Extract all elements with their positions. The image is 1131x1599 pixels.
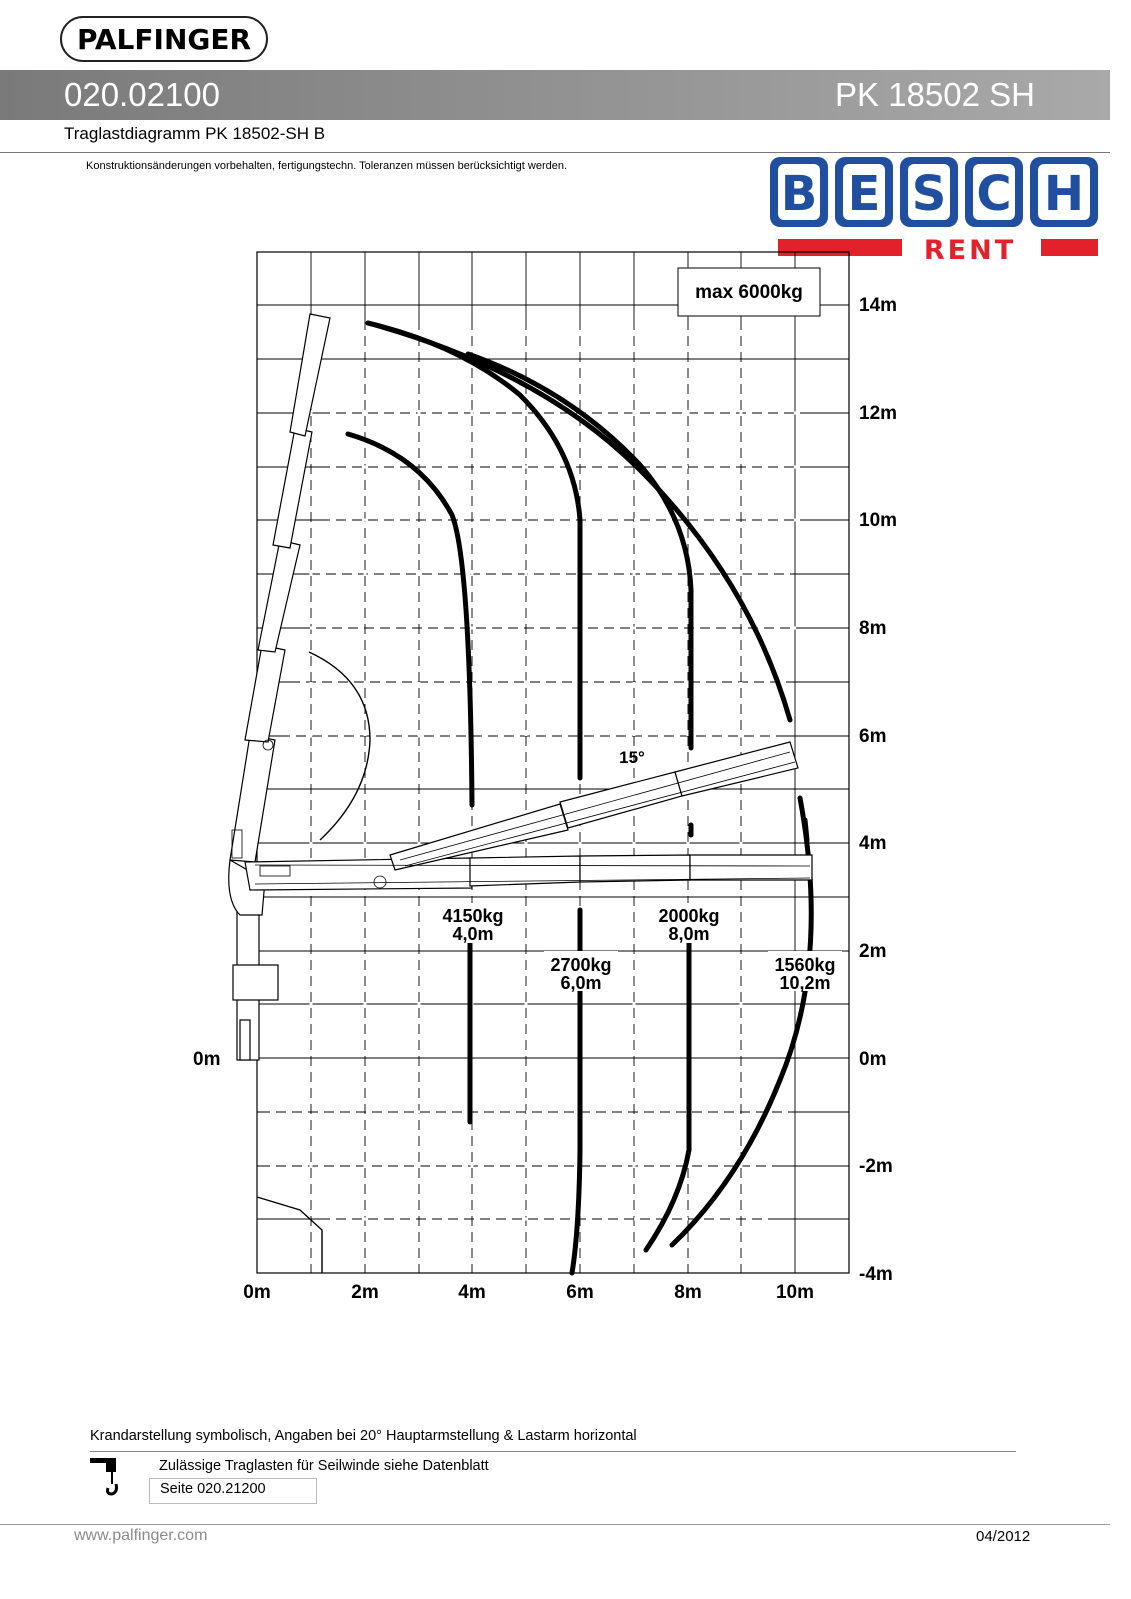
load-label-2000kg: 2000kg [658, 906, 719, 926]
website-link[interactable]: www.palfinger.com [74, 1527, 208, 1544]
footer-note: Krandarstellung symbolisch, Angaben bei … [90, 1428, 637, 1444]
load-curve-10m [802, 817, 810, 843]
y-tick-12m: 12m [859, 403, 897, 424]
page-reference: Seite 020.21200 [149, 1478, 317, 1504]
winch-note: Zulässige Traglasten für Seilwinde siehe… [159, 1458, 489, 1474]
truck-outline [256, 1196, 323, 1273]
y-tick-14m: 14m [859, 295, 897, 316]
x-tick-4m: 4m [458, 1282, 485, 1303]
y-zero-left-label: 0m [193, 1049, 220, 1070]
besch-letter-h: H [1044, 166, 1084, 222]
besch-letter-e: E [848, 166, 881, 222]
swing-arc [308, 651, 371, 841]
document-date: 04/2012 [976, 1528, 1031, 1545]
load-chart: B E S C H RENT [193, 157, 1098, 1303]
title-bar [0, 70, 1110, 120]
crane-details [231, 739, 811, 889]
disclaimer-text: Konstruktionsänderungen vorbehalten, fer… [86, 160, 568, 172]
besch-rent-logo: B E S C H RENT [770, 157, 1098, 266]
reach-label-6m: 6,0m [560, 973, 601, 993]
besch-letter-b: B [781, 166, 818, 222]
max-load-label: max 6000kg [695, 282, 803, 303]
horizontal-boom [244, 857, 473, 891]
besch-red-bar-right [1041, 239, 1098, 256]
y-tick-0m: 0m [859, 1049, 886, 1070]
divider [0, 152, 1110, 153]
load-label-4150kg: 4150kg [442, 906, 503, 926]
angle-label: 15° [619, 748, 645, 767]
reach-label-4m: 4,0m [452, 924, 493, 944]
besch-letter-c: C [976, 166, 1011, 222]
load-label-1560kg: 1560kg [774, 955, 835, 975]
x-tick-6m: 6m [566, 1282, 593, 1303]
hook-icon [90, 1458, 118, 1496]
load-curve-8m [465, 351, 694, 751]
load-curve-outer-lower [669, 795, 814, 1248]
y-tick-minus-4m: -4m [859, 1264, 893, 1285]
divider [90, 1451, 1016, 1452]
load-curves [345, 320, 814, 1276]
besch-red-bar-left [778, 239, 902, 256]
grid-mask [270, 330, 800, 1273]
y-tick-10m: 10m [859, 510, 897, 531]
reach-label-10-2m: 10,2m [779, 973, 830, 993]
y-tick-minus-2m: -2m [859, 1156, 893, 1177]
y-axis-labels: 14m 12m 10m 8m 6m 4m 2m 0m -2m -4m 0m [193, 295, 897, 1285]
palfinger-logo: PALFINGER [60, 16, 268, 62]
y-tick-6m: 6m [859, 726, 886, 747]
x-tick-2m: 2m [351, 1282, 378, 1303]
x-tick-8m: 8m [674, 1282, 701, 1303]
page-subtitle: Traglastdiagramm PK 18502-SH B [64, 124, 326, 143]
besch-rent-text: RENT [924, 235, 1016, 266]
x-tick-0m: 0m [243, 1282, 270, 1303]
palfinger-logo-text: PALFINGER [76, 22, 252, 56]
reach-label-8m: 8,0m [668, 924, 709, 944]
besch-letter-s: S [912, 166, 947, 222]
x-tick-10m: 10m [776, 1282, 814, 1303]
load-label-2700kg: 2700kg [550, 955, 611, 975]
doc-number: 020.02100 [64, 76, 220, 113]
y-tick-4m: 4m [859, 833, 886, 854]
y-tick-8m: 8m [859, 618, 886, 639]
x-axis-labels: 0m 2m 4m 6m 8m 10m [243, 1282, 814, 1303]
y-tick-2m: 2m [859, 941, 886, 962]
load-curve-6m [365, 320, 583, 781]
divider [0, 1524, 1110, 1525]
crane-drawing [228, 313, 813, 1061]
model-name: PK 18502 SH [835, 76, 1035, 113]
load-curve-4m [345, 431, 475, 808]
